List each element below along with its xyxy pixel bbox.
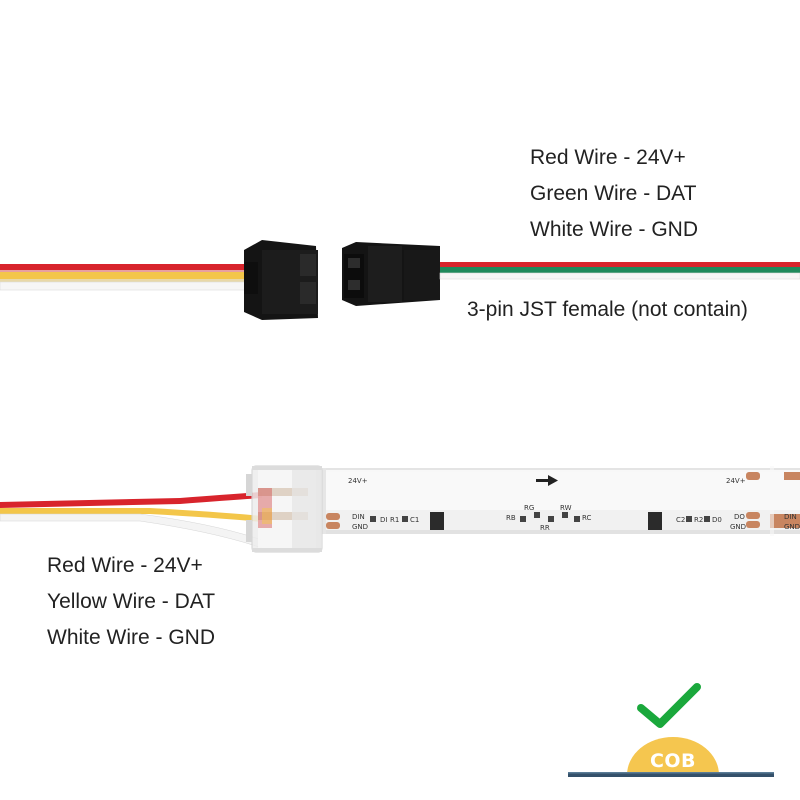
green-wire [440,267,800,273]
strip-text-din-left: DIN [352,513,365,521]
white-wire [0,281,249,291]
check-icon [637,683,701,728]
strip-text-rc: RC [582,514,592,522]
yellow-wire [0,272,248,279]
copper-pad [326,513,340,520]
ic-chip [430,512,444,530]
strip-text-rr: RR [540,524,550,532]
copper-pad [746,521,760,528]
cob-badge [568,737,774,777]
jst-note: 3-pin JST female (not contain) [467,298,748,321]
top-label-white-wire: White Wire - GND [530,218,698,241]
top-label-red-wire: Red Wire - 24V+ [530,146,686,169]
red-wire [0,492,262,508]
strip-text-din-right: DIN [784,513,797,521]
strip-text-gnd-mid: GND [730,523,746,531]
strip-text-c1: C1 [410,516,419,524]
left-cable-top [0,264,249,291]
clip-connector [246,465,323,553]
copper-pad [746,512,760,519]
strip-text-r2: R2 [694,516,703,524]
strip-text-r1: R1 [390,516,399,524]
bottom-label-white-wire: White Wire - GND [47,626,215,649]
bottom-label-red-wire: Red Wire - 24V+ [47,554,203,577]
arrow-right-icon [536,475,558,486]
strip-text-do: DO [734,513,745,521]
cob-strip: 24V+ 24V+ DIN GND DI R1 C1 RB RG RR RW R… [320,466,800,536]
strip-text-rw: RW [560,504,572,512]
badge-baseline [568,772,774,777]
strip-text-voltage-left: 24V+ [348,477,368,485]
white-wire [439,272,800,280]
white-wire [0,513,263,549]
strip-text-gnd-right: GND [784,523,800,531]
red-wire [440,262,800,267]
copper-pad [326,522,340,529]
yellow-wire [0,508,262,522]
top-label-green-wire: Green Wire - DAT [530,182,697,205]
strip-text-c2: C2 [676,516,685,524]
strip-text-voltage-right: 24V+ [726,477,746,485]
strip-text-gnd-left: GND [352,523,368,531]
jst-female-connector [342,242,440,306]
copper-pad [746,472,760,480]
strip-text-d0: D0 [712,516,722,524]
ic-chip [648,512,662,530]
strip-text-rg: RG [524,504,534,512]
strip-text-rb: RB [506,514,516,522]
right-cable-top [439,262,800,280]
cob-badge-text: COB [649,750,697,772]
jst-male-connector [244,240,318,320]
strip-text-di: DI [380,516,387,524]
bottom-label-yellow-wire: Yellow Wire - DAT [47,590,216,613]
red-wire [0,264,248,270]
left-cable-bottom [0,492,263,549]
